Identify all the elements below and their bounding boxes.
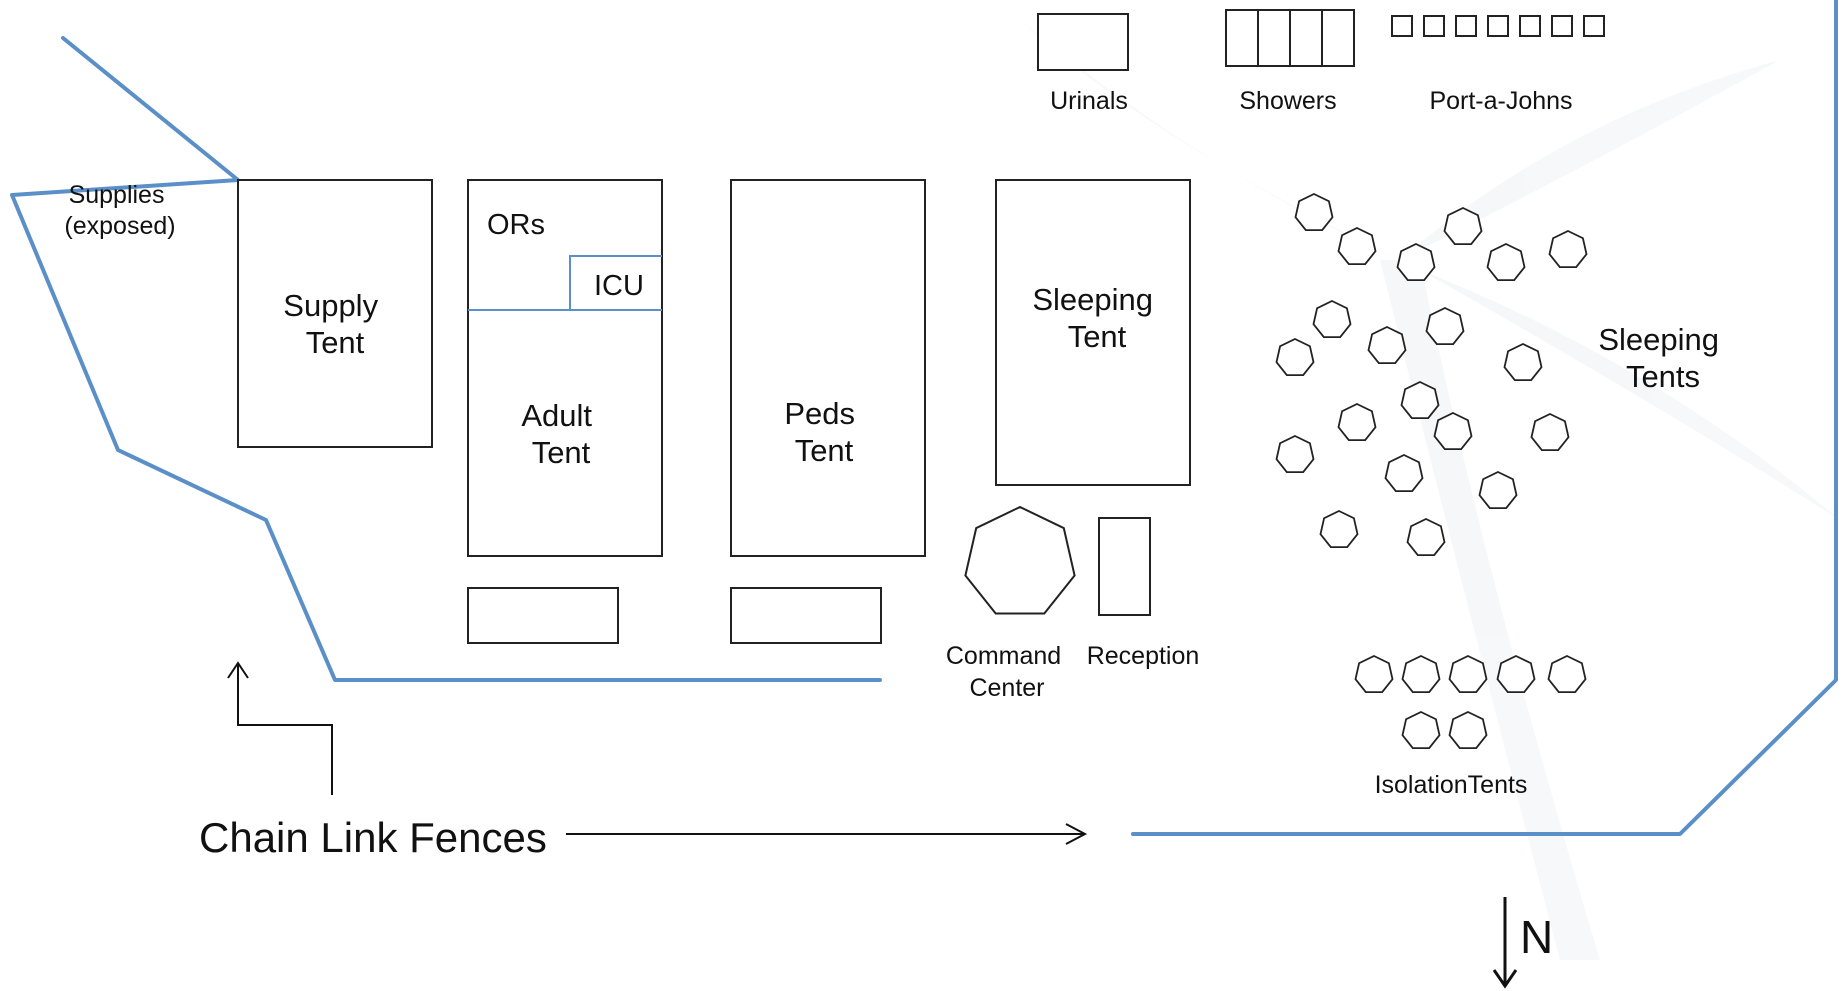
isolation-tents-label: IsolationTents (1375, 771, 1528, 799)
port-a-johns-label: Port-a-Johns (1429, 87, 1572, 115)
sleeping-tent-small (1312, 300, 1352, 339)
icu-divider (569, 255, 662, 310)
sleeping-tents-cluster (1275, 193, 1588, 556)
peds-tent (730, 179, 926, 557)
adult-tent (467, 179, 663, 557)
isolation-tent (1401, 655, 1441, 693)
port-a-john (1551, 15, 1573, 37)
isolation-tent (1547, 655, 1587, 693)
command-center-label: Command Center (946, 642, 1068, 702)
reception-tent (1098, 517, 1151, 616)
showers-group (1225, 9, 1355, 67)
sleeping-tent-small (1503, 343, 1543, 382)
supplies-exposed-label: Supplies (exposed) (64, 181, 175, 240)
fence-pointer-right-head (1065, 823, 1088, 845)
fence-east (1131, 0, 1838, 836)
sleeping-tent-small (1384, 454, 1424, 493)
sleeping-tent-small (1275, 338, 1315, 377)
urinals (1037, 13, 1129, 71)
sleeping-tent (995, 179, 1191, 486)
isolation-tents-cluster (1354, 655, 1587, 749)
supply-tent-label: Supply Tent (283, 288, 386, 360)
shower-stall (1225, 9, 1259, 67)
sleeping-tent-small (1337, 403, 1377, 442)
icu-label: ICU (594, 270, 644, 302)
reception-label: Reception (1087, 642, 1200, 670)
fence-pointer-up-line (237, 665, 333, 795)
port-a-john (1455, 15, 1477, 37)
sleeping-tent-small (1337, 227, 1377, 266)
sleeping-tent-small (1367, 326, 1407, 365)
isolation-tent (1354, 655, 1394, 693)
sleeping-tent-small (1530, 413, 1570, 452)
port-a-john (1487, 15, 1509, 37)
sleeping-tent-small (1294, 193, 1334, 232)
sleeping-tent-small (1400, 381, 1440, 420)
sleeping-tent-small (1478, 471, 1518, 510)
sleeping-tent-small (1548, 230, 1588, 269)
peds-tent-annex (730, 587, 882, 644)
sleeping-tent-label: Sleeping Tent (1032, 282, 1161, 354)
sleeping-tent-small (1433, 412, 1473, 451)
ors-label: ORs (487, 209, 545, 241)
sleeping-tent-small (1425, 307, 1465, 346)
port-a-john (1519, 15, 1541, 37)
isolation-tent (1448, 711, 1488, 749)
shower-stall (1289, 9, 1323, 67)
port-a-john (1391, 15, 1413, 37)
north-arrow-head (1492, 969, 1518, 989)
sleeping-tent-small (1486, 243, 1526, 282)
adult-tent-annex (467, 587, 619, 644)
sleeping-tent-small (1443, 207, 1483, 246)
sleeping-tent-small (1406, 518, 1446, 556)
adult-tent-label: Adult Tent (521, 398, 600, 470)
sleeping-tent-small (1275, 435, 1315, 474)
isolation-tent (1448, 655, 1488, 693)
isolation-tent (1496, 655, 1536, 693)
supply-tent (237, 179, 433, 448)
showers-label: Showers (1239, 87, 1336, 115)
port-a-johns-group (1391, 15, 1605, 37)
sleeping-tent-small (1319, 510, 1359, 548)
isolation-tent (1401, 711, 1441, 749)
port-a-john (1423, 15, 1445, 37)
command-center-tent (964, 505, 1076, 615)
fence-pointer-up-head (227, 661, 249, 679)
chain-link-fences-label: Chain Link Fences (199, 814, 547, 861)
sleeping-tent-small (1396, 243, 1436, 282)
urinals-label: Urinals (1050, 87, 1128, 115)
north-label: N (1520, 911, 1553, 963)
port-a-john (1583, 15, 1605, 37)
sleeping-tents-label: Sleeping Tents (1598, 322, 1727, 394)
shower-stall (1321, 9, 1355, 67)
shower-stall (1257, 9, 1291, 67)
background-watermark (1020, 20, 1840, 960)
peds-tent-label: Peds Tent (784, 396, 863, 468)
